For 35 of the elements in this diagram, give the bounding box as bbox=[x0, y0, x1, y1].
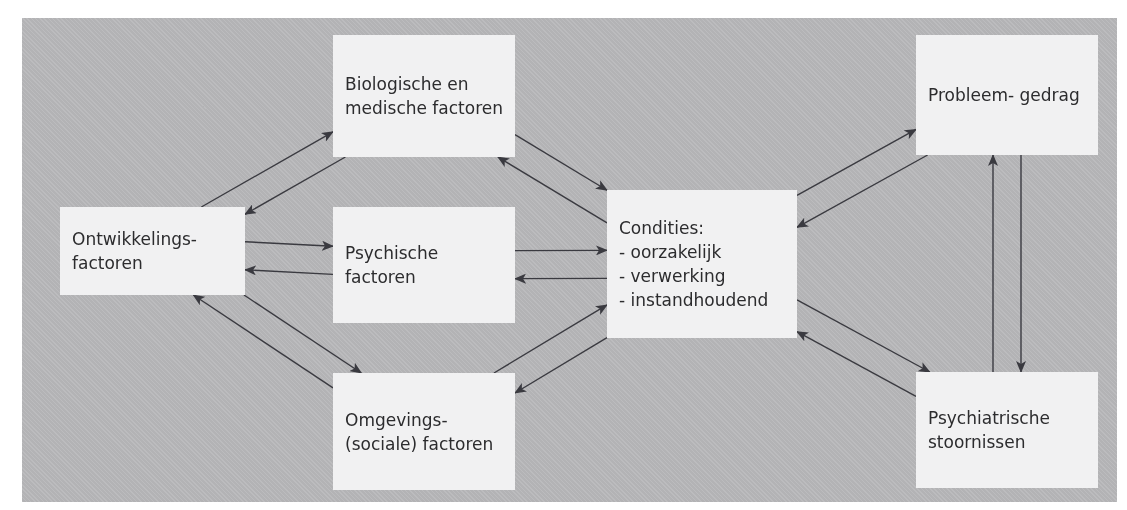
box-text: Biologische en medische factoren bbox=[345, 73, 505, 120]
arrow bbox=[796, 330, 917, 398]
arrow bbox=[497, 156, 608, 224]
arrow bbox=[988, 154, 998, 373]
arrow bbox=[514, 273, 608, 284]
arrow bbox=[493, 304, 608, 374]
factor-box bbox=[333, 373, 515, 490]
factor-box bbox=[916, 35, 1098, 155]
arrow bbox=[243, 294, 363, 374]
arrow bbox=[244, 240, 334, 251]
factor-box bbox=[333, 35, 515, 157]
box-text: Psychische factoren bbox=[345, 242, 440, 289]
arrow bbox=[192, 294, 334, 389]
box-text: Omgevings- (sociale) factoren bbox=[345, 408, 495, 456]
box-text: Probleem- gedrag bbox=[928, 84, 1081, 107]
box-text: Psychiatrische stoornissen bbox=[928, 407, 1051, 454]
box-text: - verwerking bbox=[619, 265, 727, 288]
arrow bbox=[244, 156, 347, 215]
factor-box bbox=[916, 372, 1098, 488]
arrow bbox=[200, 131, 334, 208]
arrow bbox=[244, 265, 334, 276]
arrow bbox=[796, 128, 917, 197]
box-text: Ontwikkelings- factoren bbox=[72, 228, 198, 275]
box-text: - oorzakelijk bbox=[619, 241, 723, 264]
box-text: - instandhoudend bbox=[619, 289, 770, 312]
arrow bbox=[514, 133, 608, 191]
box-text: Condities: bbox=[619, 217, 705, 240]
arrow bbox=[796, 154, 929, 229]
factor-box bbox=[333, 207, 515, 323]
arrow bbox=[796, 299, 931, 373]
arrow bbox=[514, 336, 608, 394]
arrow bbox=[1016, 154, 1026, 373]
arrow bbox=[514, 245, 608, 256]
factor-box bbox=[60, 207, 245, 295]
factor-box bbox=[607, 190, 797, 338]
